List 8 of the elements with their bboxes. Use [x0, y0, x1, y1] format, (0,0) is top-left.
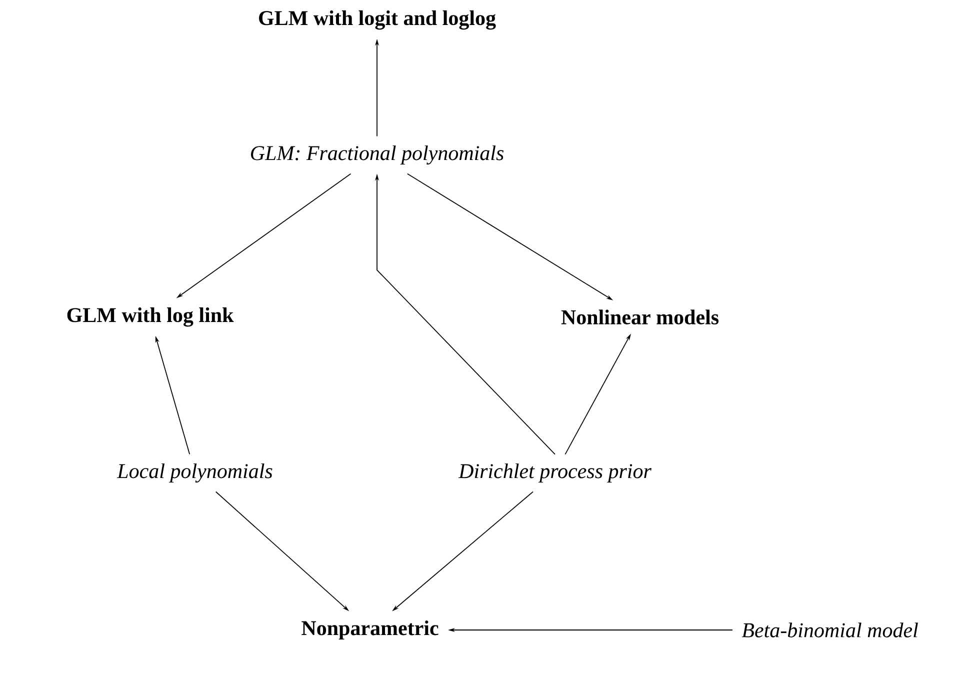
node-label: GLM with log link — [67, 307, 234, 327]
node-label: Local polynomials — [116, 463, 272, 483]
node-label: GLM: Fractional polynomials — [251, 145, 504, 165]
node-label: Dirichlet process prior — [458, 463, 652, 483]
node-label: Nonparametric — [302, 620, 438, 640]
node-label: Nonlinear models — [561, 310, 719, 324]
node-label: GLM with logit and loglog — [259, 10, 496, 30]
node-label: Beta-binomial model — [742, 622, 918, 638]
